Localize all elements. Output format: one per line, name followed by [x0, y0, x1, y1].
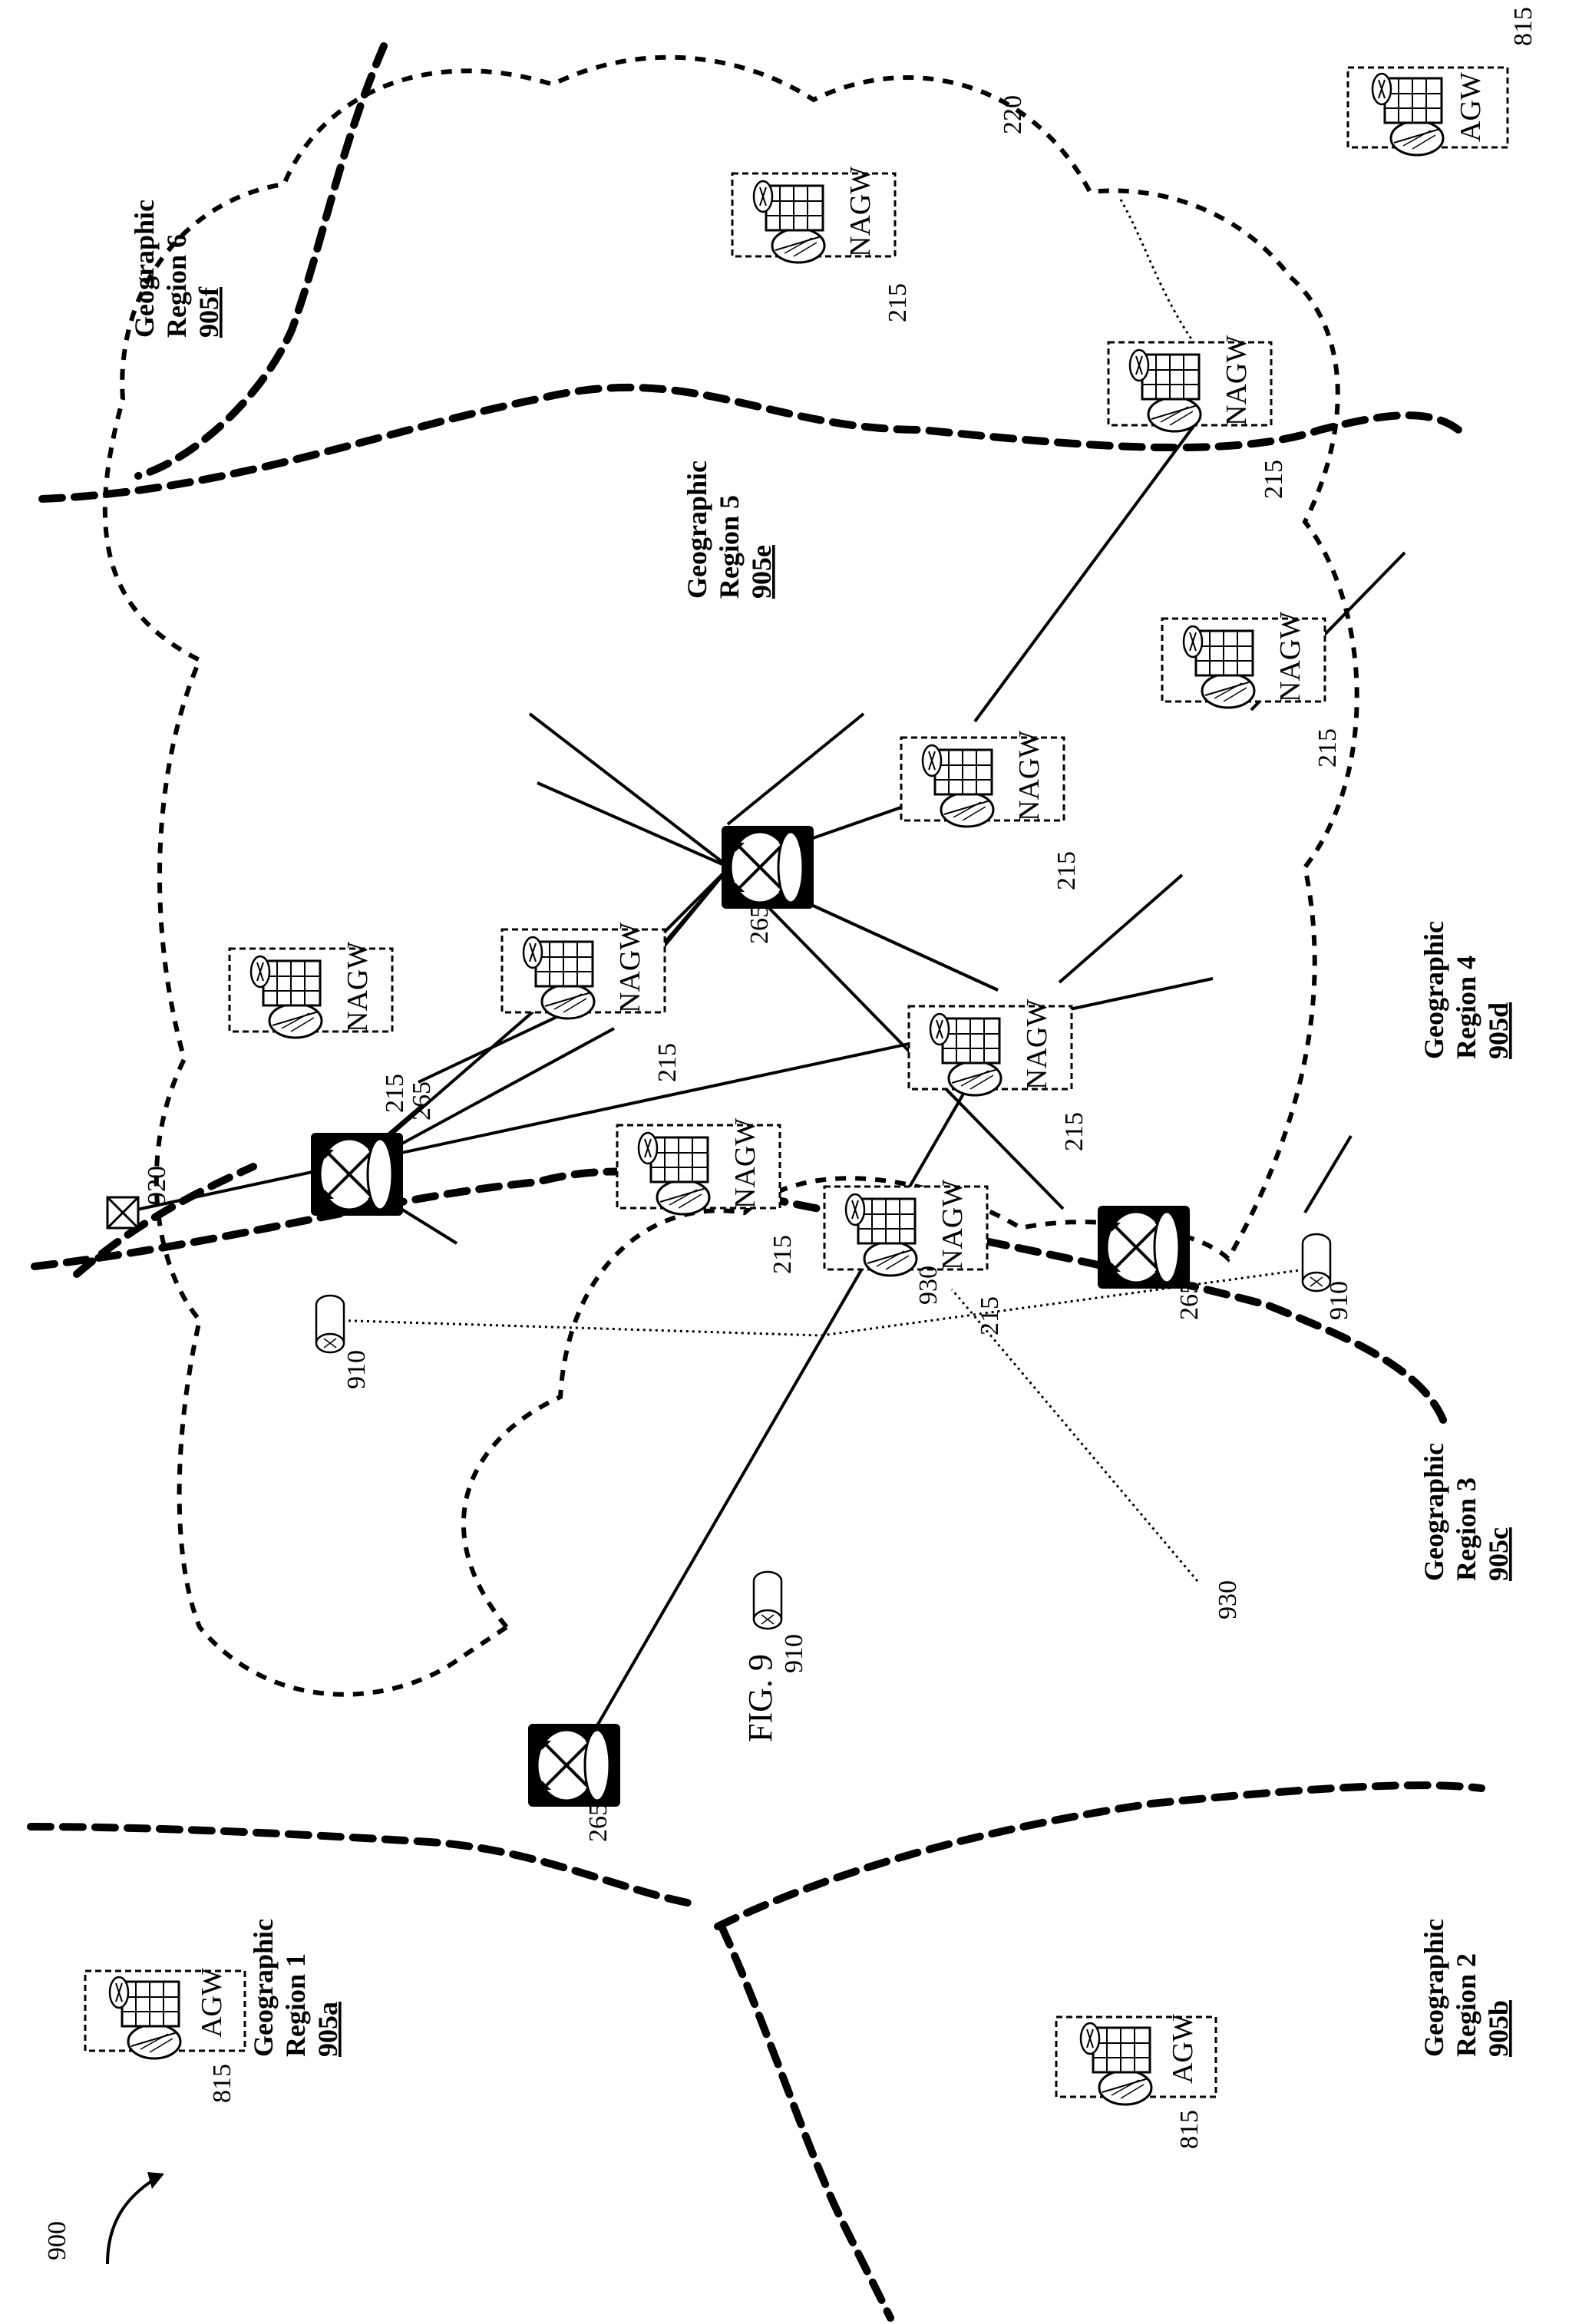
region-label-6: Geographic Region 6 905f [129, 200, 224, 338]
svg-text:NAGW: NAGW [844, 167, 877, 257]
svg-text:215: 215 [768, 1235, 797, 1274]
router-910-c [752, 1570, 783, 1630]
svg-text:Region 1: Region 1 [280, 1953, 311, 2057]
svg-text:905a: 905a [312, 2002, 343, 2057]
svg-text:815: 815 [1509, 7, 1538, 46]
solid-links [122, 409, 1406, 1767]
svg-text:Region 5: Region 5 [714, 495, 745, 599]
svg-text:NAGW: NAGW [936, 1180, 969, 1270]
svg-text:215: 215 [1260, 460, 1288, 499]
svg-text:215: 215 [1060, 1112, 1088, 1151]
svg-text:265: 265 [408, 1081, 436, 1121]
figure-arrow [106, 2178, 155, 2265]
svg-text:NAGW: NAGW [1221, 335, 1253, 426]
svg-text:265: 265 [745, 905, 774, 944]
svg-text:265: 265 [584, 1803, 613, 1842]
router-265-d [1096, 1204, 1191, 1290]
svg-text:AGW: AGW [1455, 72, 1487, 142]
router-265-c [527, 1722, 622, 1808]
svg-text:930: 930 [1214, 1580, 1242, 1619]
region-label-2: Geographic Region 2 905b [1419, 1919, 1514, 2057]
svg-text:Region 3: Region 3 [1451, 1477, 1481, 1581]
svg-text:910: 910 [1325, 1281, 1353, 1320]
svg-text:815: 815 [1175, 2110, 1204, 2149]
cloud-outline [102, 54, 1359, 1697]
svg-text:NAGW: NAGW [729, 1118, 761, 1209]
svg-text:215: 215 [381, 1074, 409, 1113]
svg-text:215: 215 [1313, 728, 1342, 768]
svg-text:215: 215 [653, 1043, 682, 1082]
dotted-links [329, 199, 1329, 1582]
svg-text:905f: 905f [193, 286, 224, 338]
svg-text:Region 6: Region 6 [161, 234, 192, 338]
figure-caption: FIG. 9 [742, 1654, 779, 1742]
figure-ref: 900 [43, 2221, 71, 2260]
svg-text:905d: 905d [1483, 1002, 1514, 1059]
svg-text:905c: 905c [1483, 1527, 1514, 1581]
svg-text:Region 2: Region 2 [1451, 1953, 1481, 2057]
svg-text:Geographic: Geographic [1419, 1443, 1449, 1581]
svg-text:AGW: AGW [1167, 2014, 1199, 2084]
svg-text:AGW: AGW [196, 1968, 228, 2038]
labels: 900 FIG. 9 220 Geographic Region 1 905a … [43, 95, 1514, 2260]
svg-text:NAGW: NAGW [1013, 731, 1045, 821]
svg-text:Region 4: Region 4 [1451, 956, 1481, 1059]
svg-text:NAGW: NAGW [1274, 612, 1306, 702]
svg-text:815: 815 [208, 2064, 236, 2103]
svg-text:910: 910 [780, 1634, 808, 1673]
svg-text:Geographic: Geographic [248, 1919, 279, 2057]
svg-text:NAGW: NAGW [614, 923, 646, 1013]
agw-texts: AGW AGW AGW [196, 72, 1487, 2084]
router-910-a [315, 1294, 345, 1354]
cloud-ref: 220 [999, 95, 1027, 134]
region-label-4: Geographic Region 4 905d [1419, 921, 1514, 1059]
svg-text:Geographic: Geographic [682, 461, 712, 599]
svg-text:905e: 905e [746, 545, 777, 599]
reference-numerals: 215 215 215 215 215 215 215 215 215 815 … [143, 7, 1538, 2149]
nagw-texts: NAGW NAGW NAGW NAGW NAGW NAGW NAGW NAGW … [342, 167, 1306, 1270]
svg-text:215: 215 [884, 283, 912, 322]
router-265-b [309, 1131, 405, 1217]
svg-text:Geographic: Geographic [1419, 1919, 1449, 2057]
svg-text:265: 265 [1175, 1281, 1204, 1320]
router-265-a [720, 824, 815, 910]
svg-text:NAGW: NAGW [342, 942, 374, 1032]
region-label-5: Geographic Region 5 905e [682, 461, 777, 599]
region-label-3: Geographic Region 3 905c [1419, 1443, 1514, 1581]
svg-text:Geographic: Geographic [1419, 921, 1449, 1059]
figure-arrow-head [147, 2172, 164, 2189]
svg-text:905b: 905b [1483, 2000, 1514, 2057]
region-label-1: Geographic Region 1 905a [248, 1919, 343, 2057]
svg-text:Geographic: Geographic [129, 200, 160, 338]
svg-text:NAGW: NAGW [1021, 999, 1053, 1090]
svg-text:910: 910 [342, 1350, 371, 1389]
svg-text:215: 215 [976, 1296, 1004, 1335]
svg-text:215: 215 [1052, 851, 1081, 890]
svg-text:920: 920 [143, 1166, 171, 1205]
svg-text:930: 930 [914, 1266, 943, 1305]
switch-920 [106, 1196, 140, 1230]
